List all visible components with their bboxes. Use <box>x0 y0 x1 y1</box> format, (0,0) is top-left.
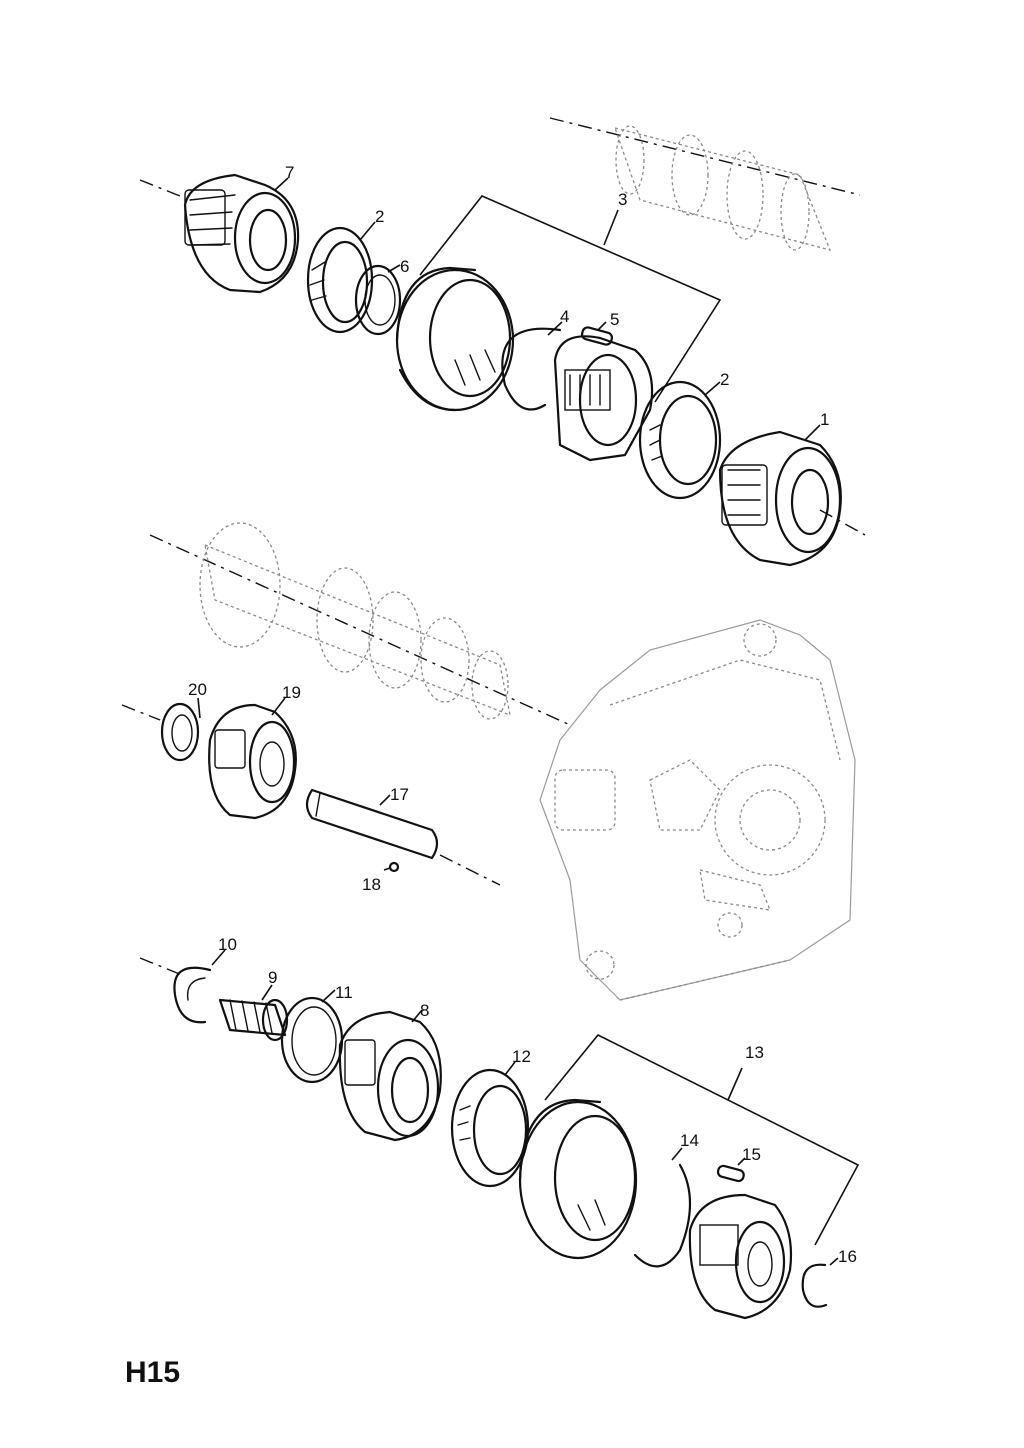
part-8-gear <box>338 1010 442 1142</box>
callout-3: 3 <box>618 190 627 209</box>
callout-1: 1 <box>820 410 829 429</box>
ghost-countershaft <box>149 522 571 726</box>
part-9-needle-bearing <box>218 998 289 1042</box>
part-11-thrust-ring <box>280 996 344 1084</box>
callout-20: 20 <box>188 680 207 699</box>
callout-2-mid: 2 <box>720 370 729 389</box>
callout-16: 16 <box>838 1247 857 1266</box>
part-hub-lower <box>688 1193 793 1320</box>
callout-11: 11 <box>335 983 353 1002</box>
figure-code: H15 <box>125 1356 180 1389</box>
part-20-circlip <box>160 702 200 762</box>
callout-17: 17 <box>390 785 409 804</box>
part-hub-upper <box>553 335 654 462</box>
callout-8: 8 <box>420 1001 429 1020</box>
part-3-synchro-sleeve-upper <box>395 266 515 412</box>
part-6-snap-ring <box>354 264 402 336</box>
callout-12: 12 <box>512 1047 531 1066</box>
part-17-pin <box>305 788 439 860</box>
part-4-spring-ring <box>501 327 562 411</box>
part-14-spring-ring <box>633 1163 692 1268</box>
part-1-gear <box>718 430 842 567</box>
part-2-synchro-ring-mid <box>638 380 722 500</box>
part-12-synchro-ring-lower <box>450 1068 530 1188</box>
callout-9: 9 <box>268 968 277 987</box>
part-7-gear <box>183 173 300 294</box>
ghost-mainshaft-top <box>549 117 861 251</box>
callout-6: 6 <box>400 257 409 276</box>
callout-13: 13 <box>745 1043 764 1062</box>
part-19-gear <box>208 703 297 820</box>
part-16-circlip <box>801 1263 828 1308</box>
callout-10: 10 <box>218 935 237 954</box>
part-18-ball <box>388 861 400 873</box>
part-15-key <box>716 1164 745 1183</box>
callout-15: 15 <box>742 1145 761 1164</box>
callout-2-upper: 2 <box>375 207 384 226</box>
ghost-gearbox-housing <box>539 619 856 1001</box>
callout-4: 4 <box>560 307 569 326</box>
part-2-synchro-ring-upper <box>306 226 374 334</box>
callout-5: 5 <box>610 310 619 329</box>
part-13-synchro-sleeve-lower <box>518 1098 638 1260</box>
callout-14: 14 <box>680 1131 699 1150</box>
callout-19: 19 <box>282 683 301 702</box>
callout-18: 18 <box>362 875 381 894</box>
part-10-circlip <box>173 966 212 1024</box>
callout-7: 7 <box>285 163 294 182</box>
